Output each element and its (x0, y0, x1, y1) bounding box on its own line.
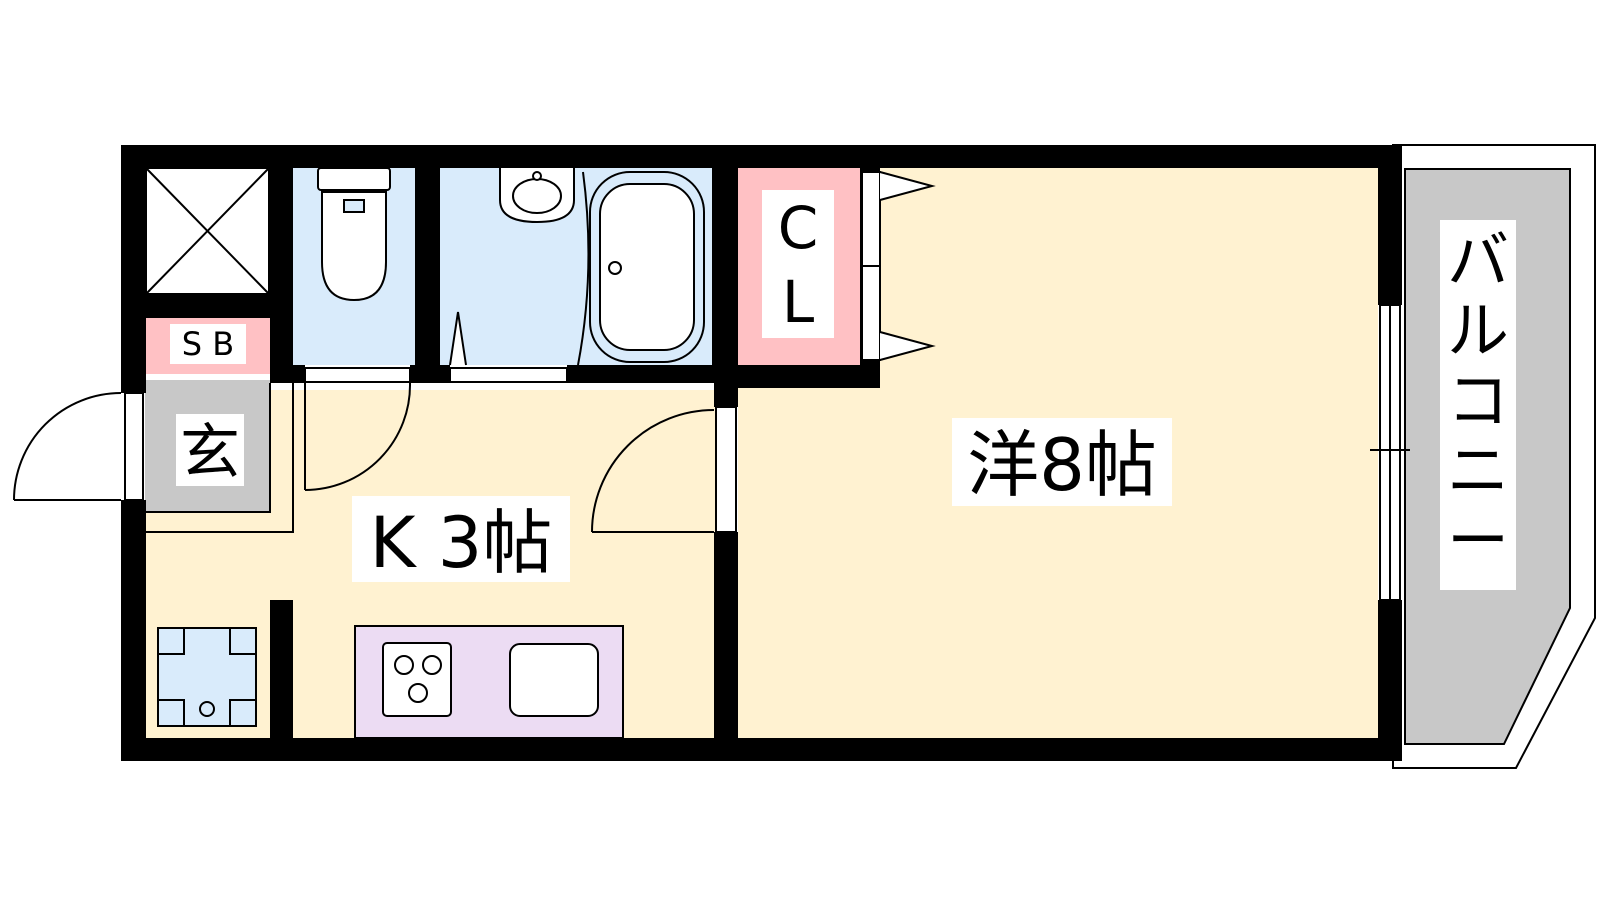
shoe-box-label: S B (182, 325, 234, 363)
sink-icon (509, 643, 599, 717)
closet-label-l: L (782, 268, 814, 336)
stove-icon (382, 642, 452, 717)
pipe-shaft (145, 167, 270, 295)
entrance-step (146, 383, 294, 533)
washing-machine-icon (157, 627, 257, 727)
toilet-door (304, 367, 412, 491)
bathroom-door (449, 311, 467, 366)
balcony-label-char-2: ル (1447, 294, 1509, 367)
toilet (317, 167, 391, 302)
entrance-label: 玄 (180, 418, 240, 488)
shoe-box-label-bg (170, 324, 246, 364)
bathtub (589, 171, 705, 363)
balcony-label-bg (1440, 220, 1516, 590)
balcony-window (1370, 304, 1410, 601)
closet-doors (861, 171, 936, 361)
entrance-label-bg (176, 414, 244, 486)
western-room-label-bg (952, 418, 1172, 506)
entrance-door (13, 392, 144, 501)
balcony-label-char-1: バ (1447, 224, 1509, 297)
room-door (591, 406, 737, 533)
kitchen-label: K 3帖 (370, 502, 553, 584)
western-room-label: 洋8帖 (967, 423, 1157, 507)
walls (121, 145, 1402, 761)
bathroom-door-frame (449, 367, 568, 383)
closet-label-c: C (778, 194, 819, 262)
bath-curtain-line (577, 171, 590, 366)
balcony-label-char-4: ニ (1447, 434, 1509, 507)
kitchen-label-bg (352, 496, 570, 582)
balcony-label-char-3: コ (1447, 364, 1509, 437)
closet-label-bg (762, 190, 834, 338)
balcony-label-char-5: ー (1447, 504, 1509, 577)
washbasin (499, 168, 575, 224)
